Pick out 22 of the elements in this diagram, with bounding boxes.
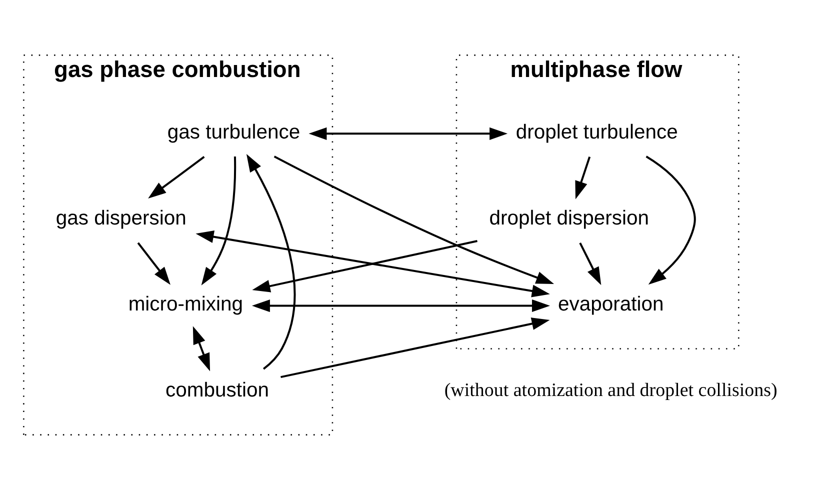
arrow xyxy=(575,156,591,200)
label: (without atomization and droplet collisions) xyxy=(444,380,778,402)
node-text: combustion xyxy=(166,380,270,402)
arrow xyxy=(579,242,602,286)
arrow xyxy=(246,154,296,370)
arrow xyxy=(192,326,210,372)
node-text: gas dispersion xyxy=(56,208,186,230)
arrow xyxy=(308,127,508,140)
arrow xyxy=(201,156,236,286)
arrow xyxy=(196,230,550,298)
arrow xyxy=(252,299,550,312)
arrow xyxy=(148,156,205,198)
node-text: evaporation xyxy=(558,294,664,316)
node-text: gas turbulence xyxy=(167,121,300,144)
arrow xyxy=(274,156,554,284)
arrow xyxy=(280,318,550,378)
arrow xyxy=(252,240,478,292)
arrow xyxy=(646,156,696,285)
node-text: droplet dispersion xyxy=(489,208,649,230)
node-text: micro-mixing xyxy=(128,294,244,316)
node-text: droplet turbulence xyxy=(516,121,678,144)
arrow xyxy=(137,242,170,285)
